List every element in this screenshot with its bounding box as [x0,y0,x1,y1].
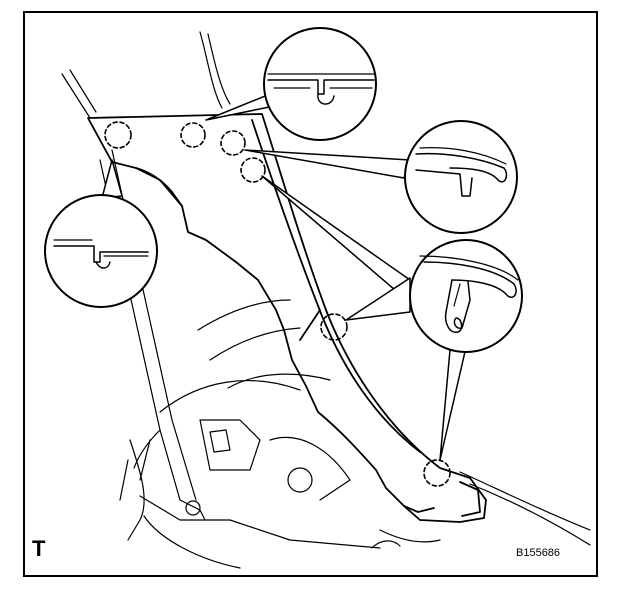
leader-right-lower-b [345,277,411,321]
callout-lower-left [44,194,158,308]
view-indicator-letter: T [32,536,46,561]
pillar-trim-panel [87,113,487,523]
leader-right-lower-a [261,175,411,297]
callout-leaders [101,91,471,461]
figure-code: B155686 [516,547,561,559]
clip-location-left [104,121,132,149]
clip-location-top [180,122,206,148]
callout-right-lower [409,239,523,353]
vehicle-body-background [61,31,591,569]
clip-location-mid [320,313,348,341]
clip-locations [104,121,451,487]
callout-top [263,27,377,141]
callout-right-upper [404,120,518,234]
clip-location-upper-right-1 [220,130,246,156]
clip-location-upper-right-2 [240,157,266,183]
clip-location-bottom [423,459,451,487]
